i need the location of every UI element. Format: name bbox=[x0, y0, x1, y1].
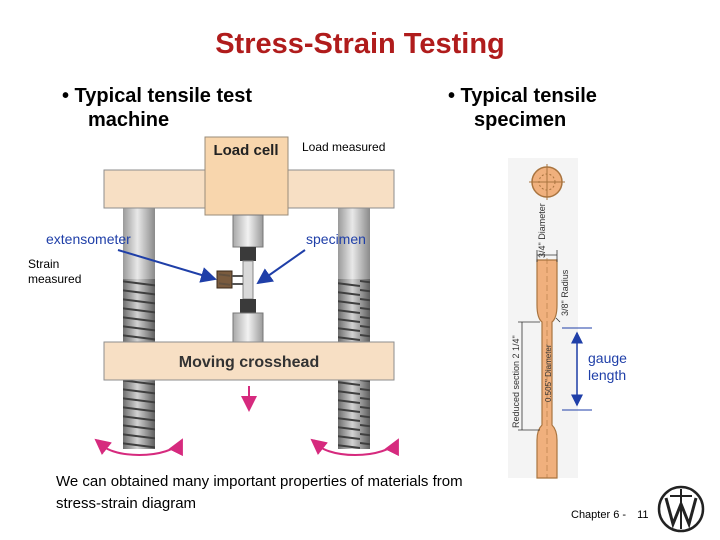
gauge-length-line2: length bbox=[588, 367, 627, 383]
specimen-label: specimen bbox=[306, 231, 366, 247]
footer: Chapter 6 - 11 bbox=[571, 509, 649, 521]
strain-measured-label: Strain measured bbox=[28, 257, 81, 287]
gauge-length-label: gauge length bbox=[588, 350, 627, 384]
extensometer bbox=[216, 270, 243, 289]
caption-text: We can obtained many important propertie… bbox=[56, 473, 463, 512]
right-rotation-arrow bbox=[310, 438, 399, 457]
bullet-machine: • Typical tensile test machine bbox=[62, 84, 252, 132]
lower-grip bbox=[232, 312, 264, 344]
bullet-machine-line1: • Typical tensile test bbox=[62, 85, 253, 107]
bullet-specimen-line2: specimen bbox=[474, 109, 567, 131]
upper-right-rod bbox=[338, 207, 370, 279]
upper-left-rod bbox=[123, 207, 155, 279]
moving-crosshead: Moving crosshead bbox=[103, 341, 395, 381]
publisher-logo bbox=[657, 485, 705, 533]
load-measured-label: Load measured bbox=[302, 140, 386, 154]
extensometer-label: extensometer bbox=[46, 231, 131, 247]
radius-label: 3/8" Radius bbox=[560, 269, 570, 316]
strain-measured-line1: Strain bbox=[28, 257, 60, 271]
load-cell: Load cell bbox=[204, 136, 289, 216]
page-number: 11 bbox=[637, 509, 649, 521]
bullet-specimen-line1: • Typical tensile bbox=[448, 85, 597, 107]
lower-threaded-end bbox=[240, 299, 256, 313]
left-rotation-arrow bbox=[94, 438, 183, 457]
specimen-bar bbox=[242, 260, 254, 300]
crosshead-label: Moving crosshead bbox=[179, 354, 319, 371]
upper-threaded-end bbox=[240, 247, 256, 261]
reduced-section-label: Reduced section 2 1/4" bbox=[511, 335, 521, 428]
bullet-specimen: • Typical tensile specimen bbox=[448, 84, 597, 132]
slide-title: Stress-Strain Testing bbox=[215, 28, 505, 60]
specimen-drawing: 3/4" Diameter 3/8" Radius Reduced sectio… bbox=[508, 158, 592, 479]
specimen-pointer bbox=[256, 249, 306, 285]
gauge-length-dimension bbox=[562, 327, 592, 411]
footer-chapter: Chapter 6 - bbox=[571, 509, 627, 521]
strain-measured-line2: measured bbox=[28, 272, 82, 286]
load-cell-label: Load cell bbox=[213, 142, 278, 159]
upper-grip bbox=[232, 214, 264, 248]
inner-diameter-label: 0.505" Diameter bbox=[544, 344, 553, 402]
diameter-label: 3/4" Diameter bbox=[537, 203, 547, 258]
bullet-machine-line2: machine bbox=[88, 109, 170, 131]
gauge-length-line1: gauge bbox=[588, 350, 627, 366]
extensometer-pointer bbox=[117, 249, 217, 283]
